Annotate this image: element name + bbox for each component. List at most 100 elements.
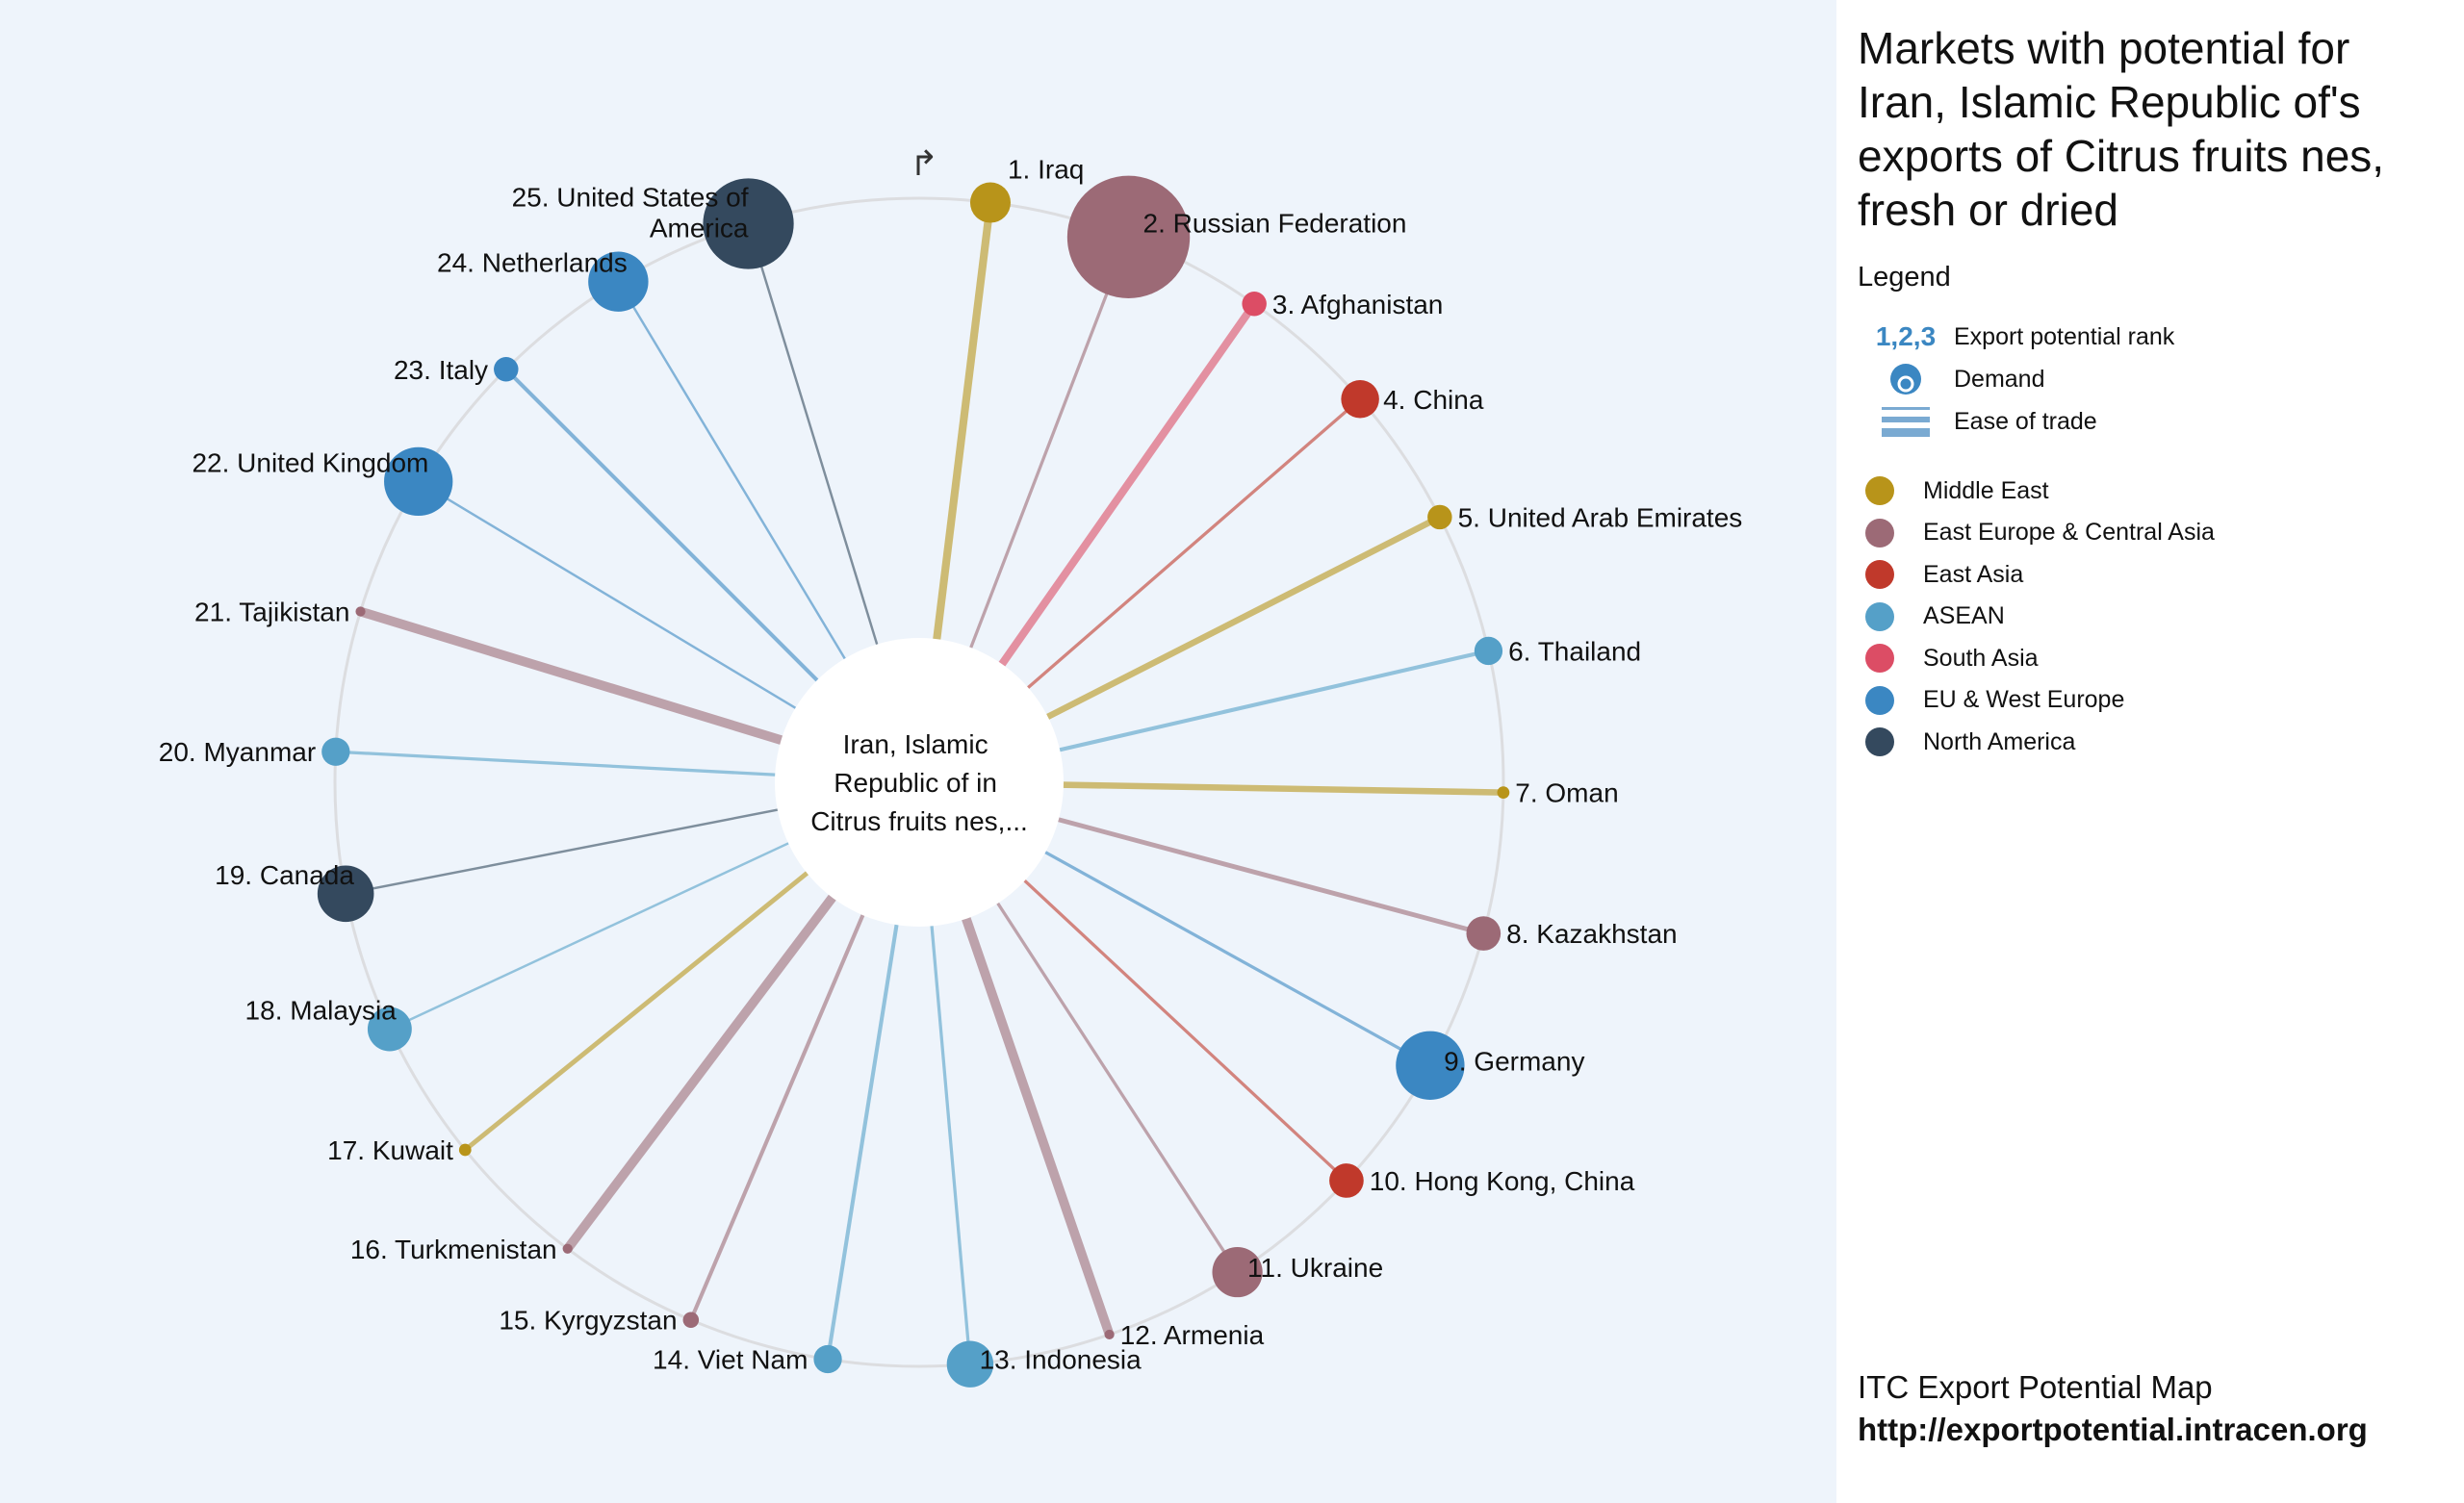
- legend-region-item[interactable]: ASEAN: [1865, 598, 2005, 636]
- market-bubble[interactable]: [367, 1006, 412, 1052]
- market-bubble[interactable]: [588, 251, 649, 312]
- market-bubble[interactable]: [1104, 1329, 1115, 1340]
- market-label[interactable]: 19. Canada: [215, 860, 354, 890]
- market-label[interactable]: 13. Indonesia: [980, 1345, 1142, 1375]
- market-bubble[interactable]: [355, 606, 366, 617]
- market-name: Thailand: [1538, 636, 1641, 666]
- rank-number: 14.: [653, 1345, 698, 1375]
- market-name: Turkmenistan: [395, 1235, 557, 1264]
- market-label[interactable]: 14. Viet Nam: [653, 1345, 808, 1375]
- market-bubble[interactable]: [1341, 380, 1379, 419]
- region-label: Middle East: [1923, 476, 2049, 504]
- region-label: East Europe & Central Asia: [1923, 519, 2215, 546]
- footer-title: ITC Export Potential Map: [1858, 1369, 2213, 1405]
- legend-rank: 1,2,3 Export potential rank: [1858, 318, 2174, 356]
- market-name: Germany: [1474, 1046, 1584, 1076]
- market-name: Russian Federation: [1173, 208, 1407, 238]
- legend-region-item[interactable]: Middle East: [1865, 471, 2049, 510]
- market-name: Kuwait: [372, 1135, 453, 1165]
- market-bubble[interactable]: [458, 1143, 472, 1157]
- market-label[interactable]: 21. Tajikistan: [194, 598, 349, 627]
- market-label[interactable]: 16. Turkmenistan: [350, 1235, 557, 1264]
- market-label[interactable]: 22. United Kingdom: [192, 447, 428, 477]
- rank-number: 5.: [1458, 502, 1488, 532]
- market-bubble[interactable]: [1466, 916, 1502, 951]
- market-name: Viet Nam: [698, 1345, 808, 1375]
- market-label[interactable]: 10. Hong Kong, China: [1370, 1166, 1635, 1196]
- region-label: ASEAN: [1923, 602, 2005, 629]
- region-color-dot: [1865, 601, 1894, 631]
- legend-region-item[interactable]: South Asia: [1865, 639, 2039, 677]
- market-bubble[interactable]: [1396, 1031, 1465, 1100]
- rank-number: 15.: [499, 1306, 544, 1336]
- market-label[interactable]: 12. Armenia: [1120, 1320, 1265, 1350]
- market-bubble[interactable]: [1474, 636, 1503, 666]
- market-name: United Kingdom: [237, 447, 428, 477]
- market-bubble[interactable]: [1212, 1246, 1263, 1298]
- legend-heading: Legend: [1858, 262, 1951, 293]
- market-bubble[interactable]: [384, 446, 453, 517]
- market-bubble[interactable]: [1066, 175, 1191, 299]
- market-bubble[interactable]: [494, 357, 519, 382]
- region-label: EU & West Europe: [1923, 686, 2125, 713]
- legend-panel: Markets with potential for Iran, Islamic…: [1836, 0, 2464, 1503]
- market-label[interactable]: 20. Myanmar: [159, 737, 316, 767]
- market-bubble[interactable]: [321, 737, 350, 766]
- market-bubble[interactable]: [562, 1243, 573, 1254]
- market-label[interactable]: 2. Russian Federation: [1143, 208, 1407, 238]
- market-label[interactable]: 11. Ukraine: [1247, 1253, 1383, 1283]
- legend-region-item[interactable]: EU & West Europe: [1865, 681, 2124, 720]
- ease-label: Ease of trade: [1954, 407, 2097, 435]
- footer-link[interactable]: http://exportpotential.intracen.org: [1858, 1409, 2368, 1451]
- legend-region-item[interactable]: East Asia: [1865, 555, 2023, 594]
- legend-region-item[interactable]: East Europe & Central Asia: [1865, 514, 2215, 552]
- rank-symbol: 1,2,3: [1875, 321, 1937, 351]
- footer-url[interactable]: http://exportpotential.intracen.org: [1858, 1412, 2368, 1447]
- market-bubble[interactable]: [1497, 786, 1510, 799]
- market-label[interactable]: 3. Afghanistan: [1272, 290, 1443, 319]
- rank-number: 22.: [192, 447, 237, 477]
- market-label[interactable]: 1. Iraq: [1008, 155, 1084, 185]
- region-color-dot: [1865, 518, 1894, 548]
- market-bubble[interactable]: [1427, 504, 1452, 530]
- rotate-icon[interactable]: ↱: [910, 143, 938, 183]
- market-bubble[interactable]: [969, 182, 1011, 223]
- market-bubble[interactable]: [1242, 292, 1267, 317]
- legend-region-item[interactable]: North America: [1865, 723, 2075, 761]
- market-name: Myanmar: [203, 737, 316, 767]
- market-bubble[interactable]: [946, 1340, 994, 1388]
- market-label[interactable]: 8. Kazakhstan: [1506, 919, 1677, 949]
- market-name: Hong Kong, China: [1414, 1166, 1634, 1196]
- market-name: Netherlands: [482, 248, 628, 278]
- market-label[interactable]: 24. Netherlands: [437, 248, 628, 278]
- market-bubble[interactable]: [813, 1344, 842, 1374]
- market-label[interactable]: 5. United Arab Emirates: [1458, 502, 1743, 532]
- market-label[interactable]: 4. China: [1383, 385, 1484, 415]
- rank-number: 7.: [1515, 778, 1545, 808]
- market-bubble[interactable]: [682, 1312, 700, 1329]
- rank-number: 17.: [327, 1135, 372, 1165]
- demand-icon: [1858, 363, 1954, 395]
- rank-number: 11.: [1247, 1253, 1291, 1283]
- market-bubble[interactable]: [1329, 1163, 1364, 1198]
- market-label[interactable]: 6. Thailand: [1508, 636, 1641, 666]
- center-circle: [775, 638, 1064, 927]
- market-label[interactable]: 23. Italy: [394, 355, 488, 385]
- market-bubble[interactable]: [703, 178, 794, 269]
- center-label-line: Iran, Islamic: [843, 729, 988, 759]
- market-name: Armenia: [1164, 1320, 1265, 1350]
- market-label[interactable]: 7. Oman: [1515, 778, 1618, 808]
- region-color-dot: [1865, 560, 1894, 589]
- market-label[interactable]: 17. Kuwait: [327, 1135, 453, 1165]
- rank-number: 6.: [1508, 636, 1538, 666]
- market-label[interactable]: 9. Germany: [1444, 1046, 1584, 1076]
- market-name: Kazakhstan: [1536, 919, 1677, 949]
- market-label[interactable]: 15. Kyrgyzstan: [499, 1306, 677, 1336]
- page-title: Markets with potential for Iran, Islamic…: [1858, 23, 2385, 235]
- rank-number: 19.: [215, 860, 260, 890]
- region-color-dot: [1865, 476, 1894, 505]
- rank-number: 16.: [350, 1235, 395, 1264]
- market-label[interactable]: 18. Malaysia: [245, 996, 398, 1026]
- market-bubble[interactable]: [317, 865, 374, 923]
